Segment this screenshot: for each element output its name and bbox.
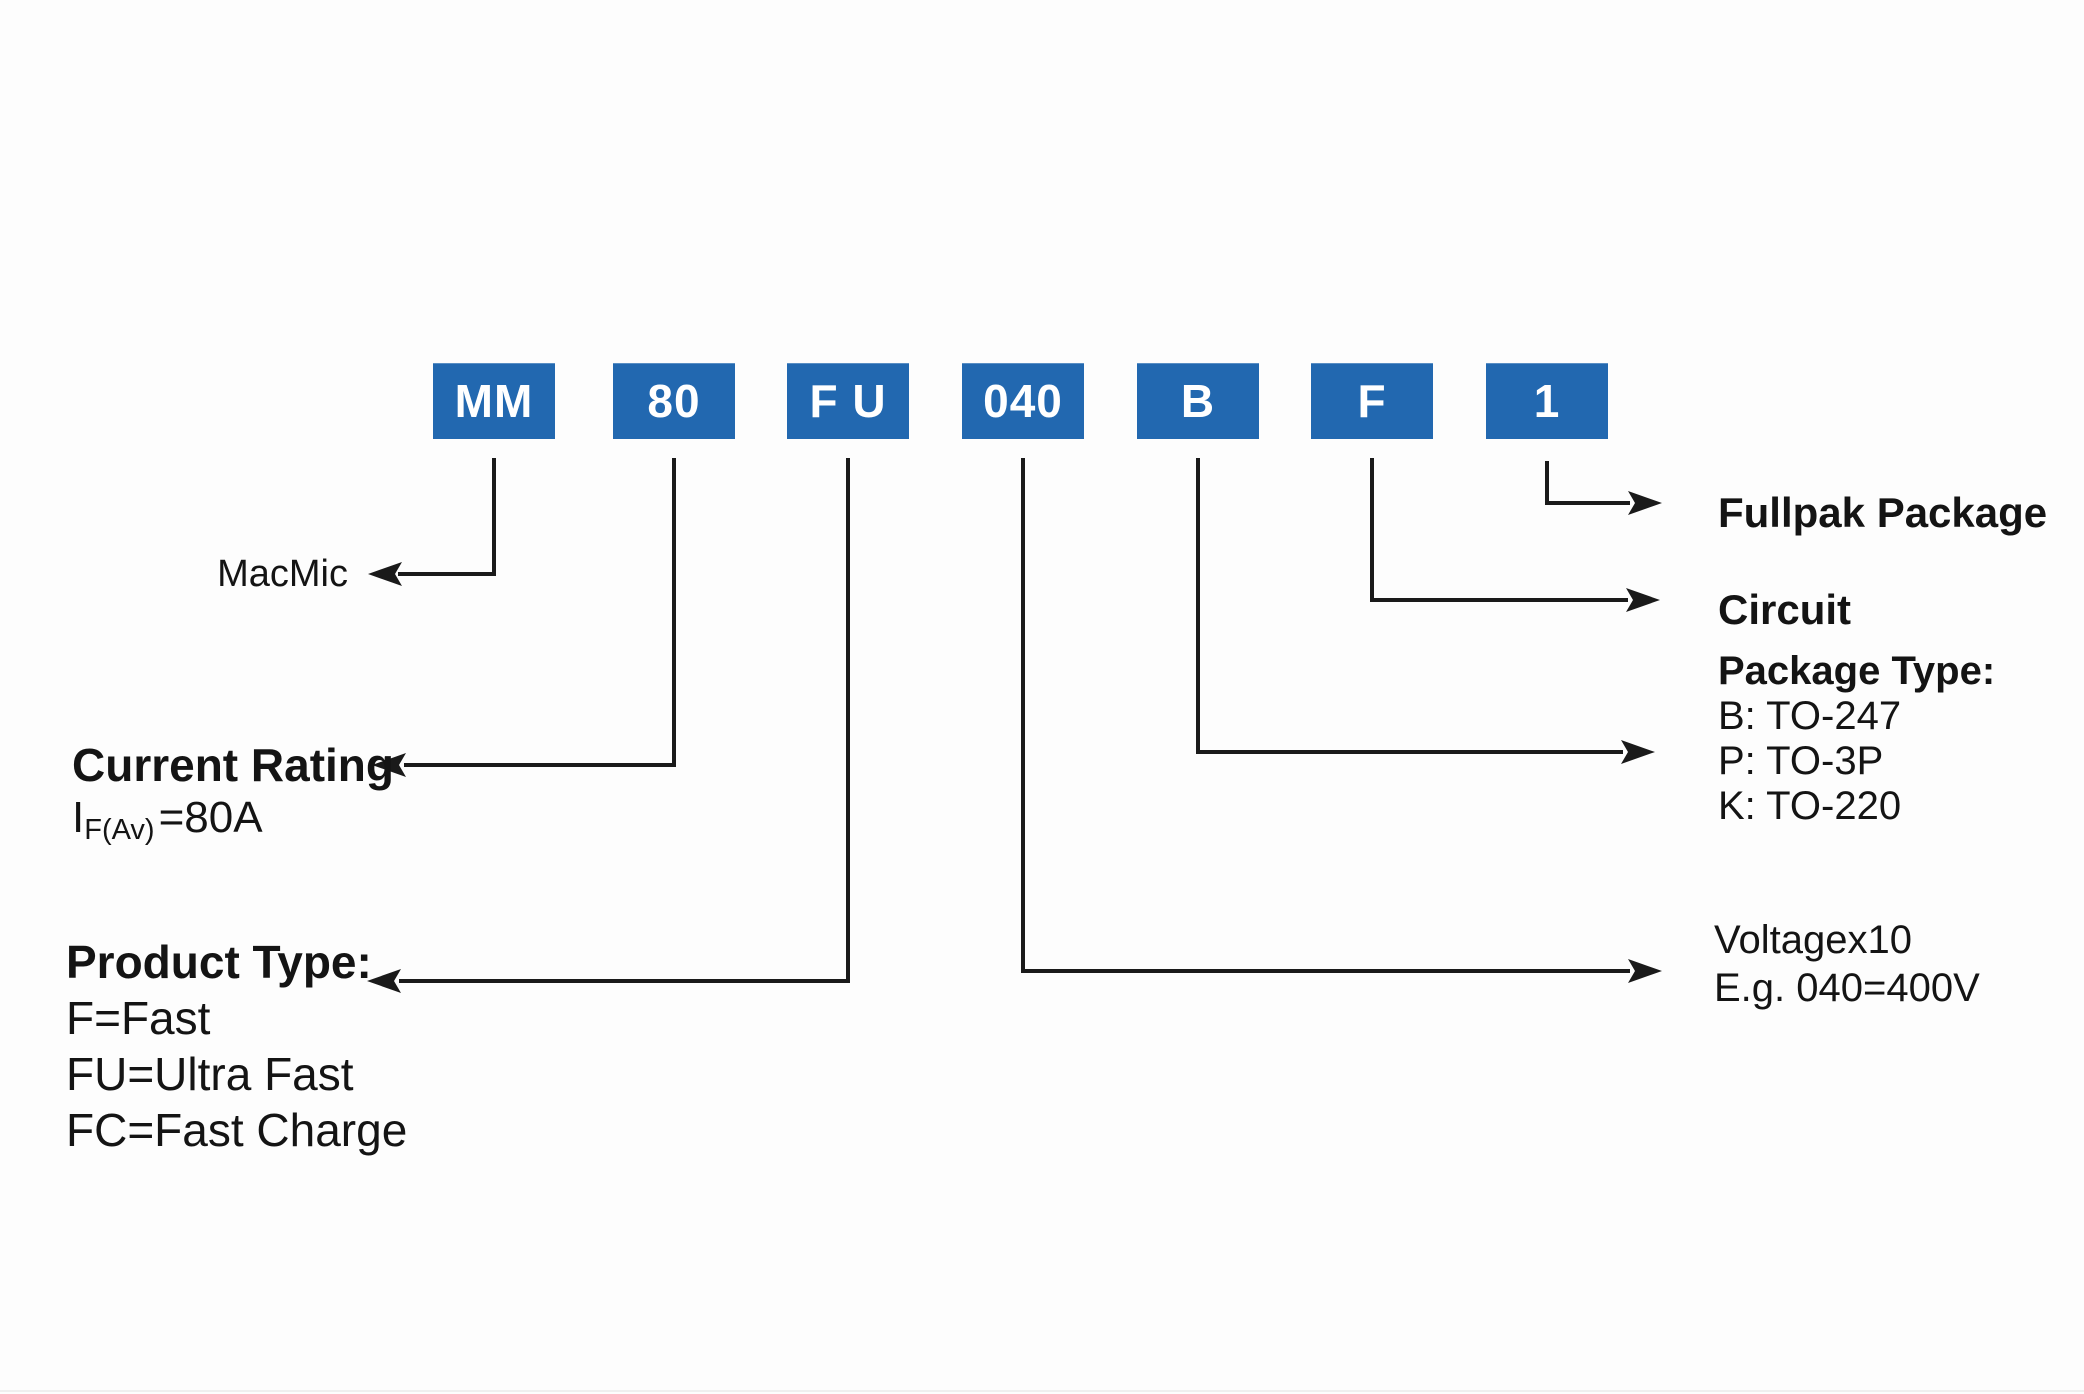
- formula-subscript: F(Av): [84, 814, 155, 846]
- code-box-040: 040: [962, 363, 1084, 439]
- code-box-80: 80: [613, 363, 735, 439]
- code-box-1: 1: [1486, 363, 1608, 439]
- package-type-option-b: B: TO-247: [1718, 694, 1902, 738]
- product-type-label: Product Type: F=Fast FU=Ultra Fast FC=Fa…: [66, 934, 407, 1158]
- macmic-label: MacMic: [217, 553, 348, 595]
- code-box-fu: F U: [787, 363, 909, 439]
- package-type-option-k: K: TO-220: [1718, 784, 1902, 828]
- package-type-title: Package Type:: [1718, 649, 1996, 693]
- formula-base: I: [72, 793, 85, 842]
- formula-rest: =80A: [158, 793, 263, 842]
- voltage-line2: E.g. 040=400V: [1714, 966, 1980, 1010]
- current-rating-label: Current Rating IF(Av)=80A: [72, 738, 394, 846]
- connector-fu-line: [399, 458, 850, 983]
- arrow-right-voltage-icon: [1628, 959, 1662, 983]
- image-bottom-edge: [0, 1390, 2084, 1392]
- connector-80-line: [404, 458, 676, 767]
- package-type-option-p: P: TO-3P: [1718, 739, 1884, 783]
- connector-b-line: [1196, 458, 1623, 754]
- product-type-option-fc: FC=Fast Charge: [66, 1104, 408, 1156]
- arrow-right-fullpak-icon: [1628, 491, 1662, 515]
- connector-1-line: [1545, 461, 1630, 505]
- connector-040-line: [1021, 458, 1630, 973]
- connector-f-line: [1370, 458, 1628, 602]
- current-rating-formula: IF(Av)=80A: [72, 792, 394, 846]
- package-type-label: Package Type: B: TO-247 P: TO-3P K: TO-2…: [1718, 648, 1995, 829]
- product-type-title: Product Type:: [66, 936, 372, 988]
- current-rating-title: Current Rating: [72, 739, 394, 791]
- connector-mm-line: [398, 458, 496, 576]
- arrow-left-product-type-icon: [367, 969, 401, 993]
- fullpak-package-label: Fullpak Package: [1718, 489, 2048, 536]
- voltage-label: Voltagex10 E.g. 040=400V: [1714, 916, 1980, 1012]
- product-type-option-f: F=Fast: [66, 992, 211, 1044]
- arrow-right-package-type-icon: [1621, 740, 1655, 764]
- arrow-left-current-rating-icon: [372, 753, 406, 777]
- arrow-left-macmic-icon: [368, 562, 402, 586]
- code-box-f: F: [1311, 363, 1433, 439]
- code-box-mm: MM: [433, 363, 555, 439]
- code-box-b: B: [1137, 363, 1259, 439]
- arrow-right-circuit-icon: [1626, 588, 1660, 612]
- voltage-line1: Voltagex10: [1714, 918, 1912, 962]
- product-type-option-fu: FU=Ultra Fast: [66, 1048, 354, 1100]
- circuit-label: Circuit: [1718, 586, 1852, 633]
